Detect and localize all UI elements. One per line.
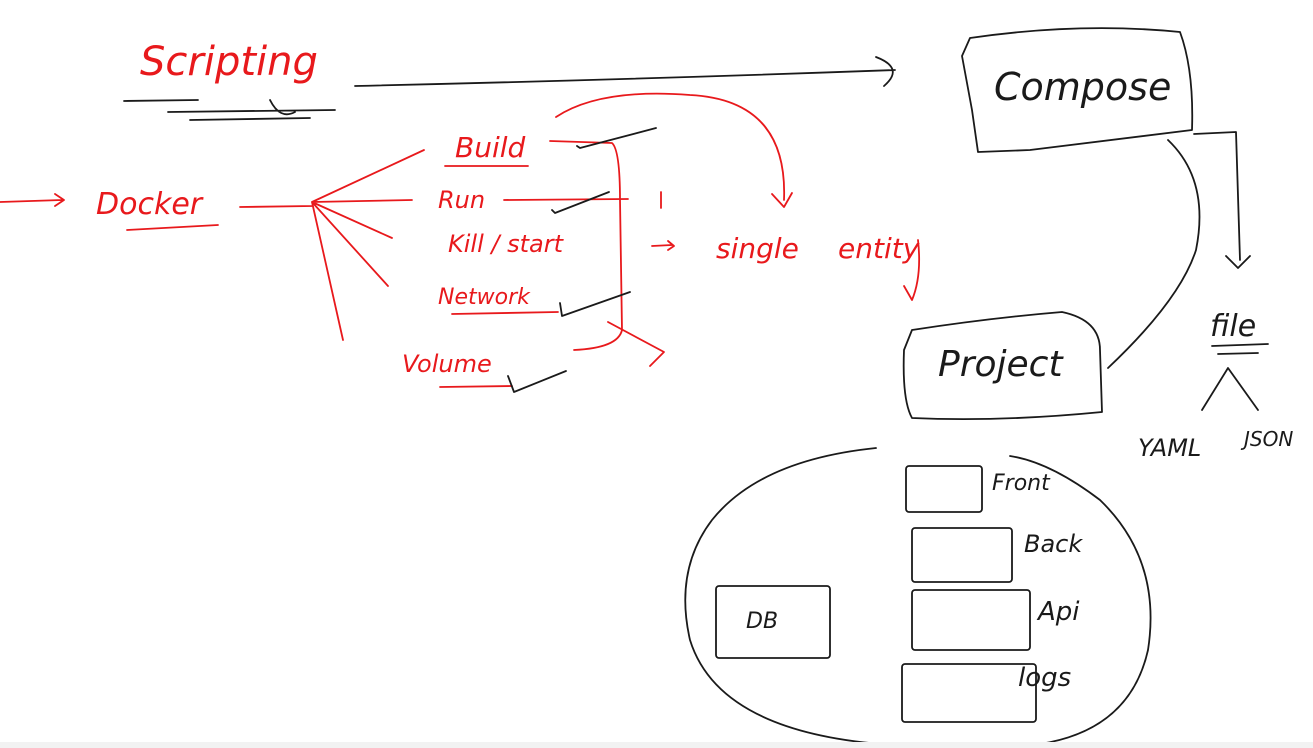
api-label: Api bbox=[1036, 597, 1080, 627]
op-volume: Volume bbox=[402, 350, 492, 378]
file-label: file bbox=[1210, 309, 1256, 344]
back-box bbox=[911, 527, 1013, 583]
compose-label: Compose bbox=[994, 65, 1171, 109]
compose-box bbox=[961, 27, 1194, 153]
arrow-compose-to-project bbox=[1107, 139, 1201, 369]
operations-bracket bbox=[549, 140, 665, 367]
front-box bbox=[905, 465, 983, 513]
file-branch bbox=[1201, 367, 1259, 411]
yaml-label: YAML bbox=[1138, 434, 1201, 462]
scripting-underline bbox=[123, 99, 336, 121]
single-label: single bbox=[716, 232, 799, 265]
entity-tail bbox=[903, 239, 921, 301]
logs-label: logs bbox=[1018, 663, 1071, 693]
json-label: JSON bbox=[1240, 427, 1293, 451]
api-box bbox=[911, 589, 1031, 651]
volume-underline bbox=[439, 385, 513, 388]
network-underline bbox=[451, 311, 559, 315]
check-ticks bbox=[507, 127, 657, 393]
project-box bbox=[902, 311, 1103, 421]
op-run: Run bbox=[438, 186, 485, 214]
project-label: Project bbox=[938, 344, 1064, 385]
arrow-into-docker bbox=[0, 193, 65, 207]
docker-underline bbox=[126, 224, 219, 231]
services-ellipse bbox=[684, 447, 1152, 745]
front-label: Front bbox=[992, 471, 1051, 496]
entity-label: entity bbox=[838, 232, 920, 265]
docker-fan-lines bbox=[239, 149, 425, 341]
op-kill-start: Kill / start bbox=[448, 230, 565, 258]
db-label: DB bbox=[746, 609, 778, 634]
docker-label: Docker bbox=[96, 187, 204, 222]
bottom-strip bbox=[0, 742, 1313, 748]
file-underline bbox=[1211, 343, 1269, 355]
run-line bbox=[503, 198, 629, 201]
arrow-scripting-to-compose bbox=[354, 56, 896, 87]
db-box bbox=[715, 585, 831, 659]
arrow-build-to-single bbox=[555, 92, 793, 208]
op-network: Network bbox=[438, 285, 531, 310]
op-build: Build bbox=[455, 131, 526, 164]
arrow-to-single-entity bbox=[651, 191, 675, 251]
logs-box bbox=[901, 663, 1037, 723]
arrow-compose-to-file bbox=[1193, 131, 1251, 269]
back-label: Back bbox=[1024, 530, 1083, 558]
scripting-label: Scripting bbox=[140, 39, 318, 85]
